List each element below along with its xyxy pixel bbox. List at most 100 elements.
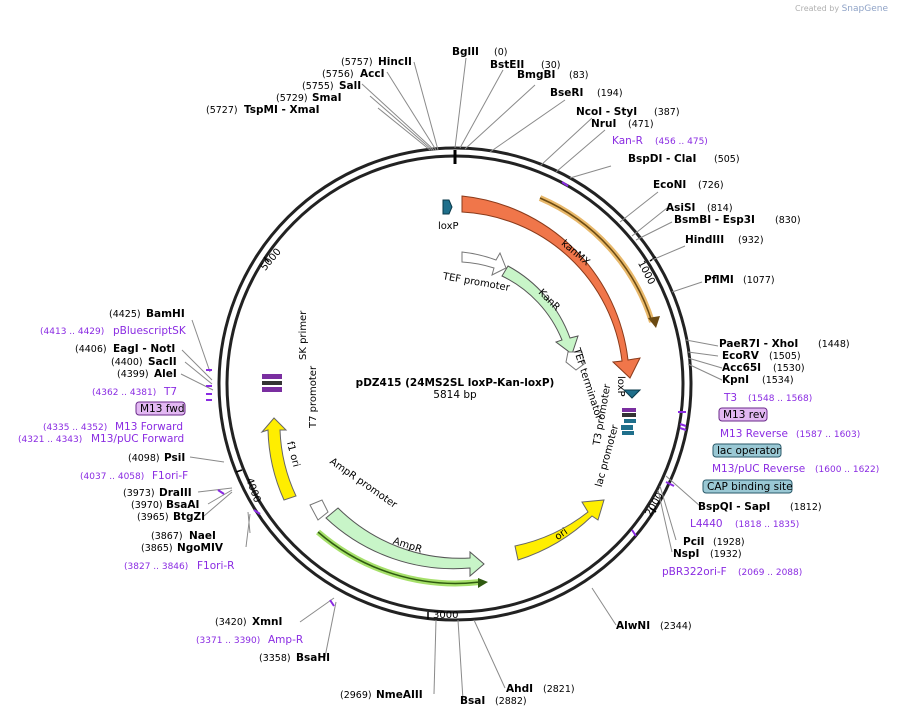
tef-terminator-arrow [565, 351, 585, 371]
enzyme-label: BglII [452, 46, 479, 58]
svg-text:(1587 .. 1603): (1587 .. 1603) [796, 430, 860, 440]
enzyme-label: XmnI [252, 616, 282, 628]
enzyme-label: BsaI [460, 695, 485, 707]
svg-text:(1077): (1077) [743, 275, 775, 286]
enzyme-labels-left: (2969) NmeAIII (3358) BsaHI (3420) XmnI … [75, 56, 423, 701]
tick-4000: 4000 [243, 477, 262, 505]
enzyme-label: PaeR7I - XhoI [719, 338, 798, 350]
svg-text:(83): (83) [569, 70, 589, 81]
svg-text:(30): (30) [541, 60, 561, 71]
enzyme-label: EcoRV [722, 350, 760, 362]
svg-text:(830): (830) [775, 215, 801, 226]
primer-label: F1ori-F [152, 470, 188, 482]
tef-promoter-label: TEF promoter [441, 271, 511, 294]
svg-text:(2969): (2969) [340, 690, 372, 701]
enzyme-label: BseRI [550, 87, 583, 99]
svg-text:(4413 .. 4429): (4413 .. 4429) [40, 327, 104, 337]
primer-label: T7 [163, 386, 177, 398]
svg-text:(4335 .. 4352): (4335 .. 4352) [43, 423, 107, 433]
svg-text:(3358): (3358) [259, 653, 291, 664]
svg-text:(5727): (5727) [206, 105, 238, 116]
svg-text:(3867): (3867) [151, 531, 183, 542]
svg-text:(726): (726) [698, 180, 724, 191]
primer-label: M13/pUC Reverse [712, 463, 805, 475]
svg-text:(1818 .. 1835): (1818 .. 1835) [735, 520, 799, 530]
enzyme-label: HincII [378, 56, 412, 68]
svg-text:(1812): (1812) [790, 502, 822, 513]
svg-text:(3865): (3865) [141, 543, 173, 554]
m13-fwd-box: M13 fwd [140, 403, 185, 415]
ori-arrow [514, 499, 605, 561]
loxP-right-arrow [622, 389, 642, 399]
enzyme-label: BtgZI [173, 511, 205, 523]
plasmid-length: 5814 bp [433, 389, 477, 401]
enzyme-label: BstEII [490, 59, 524, 71]
svg-text:(471): (471) [628, 119, 654, 130]
svg-text:(505): (505) [714, 154, 740, 165]
ampR-arrow [325, 507, 485, 578]
svg-text:(1448): (1448) [818, 339, 850, 350]
enzyme-label: PsiI [164, 452, 185, 464]
primer-label: pBR322ori-F [662, 566, 727, 578]
t7-promoter-label: T7 promoter [308, 365, 319, 429]
tef-promoter-arrow [461, 251, 507, 276]
enzyme-label: NaeI [189, 530, 216, 542]
svg-text:(4098): (4098) [128, 453, 160, 464]
svg-text:(0): (0) [494, 47, 507, 58]
svg-text:(3973): (3973) [123, 488, 155, 499]
svg-text:(5755): (5755) [302, 81, 334, 92]
primer-label: M13 Reverse [720, 428, 788, 440]
enzyme-label: BamHI [146, 308, 185, 320]
enzyme-label: BsaHI [296, 652, 330, 664]
sk-primer-label: SK primer [298, 310, 309, 360]
enzyme-label: BspQI - SapI [698, 501, 770, 513]
enzyme-label: AhdI [506, 683, 533, 695]
loxP-top-arrow [442, 199, 453, 215]
tick-3000: 3000 [433, 610, 458, 621]
primer-label: Kan-R [612, 135, 643, 147]
svg-text:(4399): (4399) [117, 369, 149, 380]
svg-text:(932): (932) [738, 235, 764, 246]
enzyme-label: Acc65I [722, 362, 761, 374]
svg-text:(1530): (1530) [773, 363, 805, 374]
enzyme-label: EagI - NotI [113, 343, 175, 355]
svg-text:(3371 .. 3390): (3371 .. 3390) [196, 636, 260, 646]
svg-text:(2069 .. 2088): (2069 .. 2088) [738, 568, 802, 578]
svg-text:(4425): (4425) [109, 309, 141, 320]
enzyme-label: NspI [673, 548, 699, 560]
enzyme-label: AccI [360, 68, 384, 80]
svg-text:(1928): (1928) [713, 537, 745, 548]
enzyme-label: NruI [591, 118, 616, 130]
enzyme-label: BsmBI - Esp3I [674, 214, 755, 226]
svg-text:(387): (387) [654, 107, 680, 118]
kanMX-arrow [461, 195, 641, 379]
enzyme-label: BsaAI [166, 499, 199, 511]
enzyme-label: SacII [148, 356, 177, 368]
loxP-top-label: loxP [438, 221, 459, 232]
f1-ori-arrow [260, 417, 297, 501]
svg-text:(456 .. 475): (456 .. 475) [655, 137, 708, 147]
enzyme-label: PflMI [704, 274, 734, 286]
loxP-right-label: loxP [615, 376, 626, 397]
enzyme-label: SmaI [312, 92, 342, 104]
enzyme-label: BmgBI [517, 69, 555, 81]
svg-text:(3970): (3970) [131, 500, 163, 511]
cap-binding-site-box: CAP binding site [707, 481, 793, 493]
svg-text:(4362 .. 4381): (4362 .. 4381) [92, 388, 156, 398]
m13-rev-box: M13 rev [723, 409, 766, 421]
enzyme-label: AsiSI [666, 202, 695, 214]
primer-label: L4440 [690, 518, 723, 530]
enzyme-label: DraIII [159, 487, 192, 499]
enzyme-label: BspDI - ClaI [628, 153, 696, 165]
primer-label: pBluescriptSK [113, 325, 187, 337]
svg-text:(3420): (3420) [215, 617, 247, 628]
svg-text:(5756): (5756) [322, 69, 354, 80]
svg-text:(2821): (2821) [543, 684, 575, 695]
svg-text:(4406): (4406) [75, 344, 107, 355]
lac-operator-box: lac operator [717, 445, 781, 457]
enzyme-label: NcoI - StyI [576, 106, 637, 118]
primer-label: Amp-R [268, 634, 303, 646]
ampR-promoter-label: AmpR promoter [327, 456, 399, 511]
svg-text:(2344): (2344) [660, 621, 692, 632]
